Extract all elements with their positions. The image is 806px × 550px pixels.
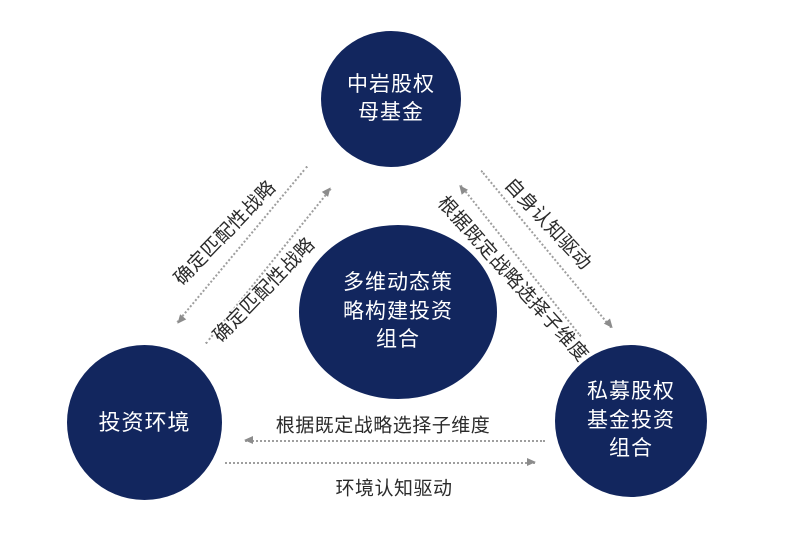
node-pe-portfolio: 私募股权 基金投资 组合 [555, 345, 707, 497]
arrowhead-icon [244, 436, 253, 444]
arrow-environment-cognition-to-portfolio [225, 458, 536, 466]
arrow-subdimension-to-environment [244, 436, 545, 444]
arrowhead-icon [321, 184, 334, 197]
node-mother-fund: 中岩股权 母基金 [321, 31, 461, 167]
node-environment: 投资环境 [67, 345, 222, 500]
arrowhead-icon [456, 182, 468, 195]
edge-label-subdimension-horizontal: 根据既定战略选择子维度 [275, 415, 491, 437]
edge-label-environment-cognition: 环境认知驱动 [335, 478, 453, 500]
arrowhead-icon [603, 318, 616, 331]
arrowhead-icon [527, 458, 536, 466]
node-strategy: 多维动态策 略构建投资 组合 [299, 225, 497, 399]
arrowhead-icon [174, 314, 187, 327]
